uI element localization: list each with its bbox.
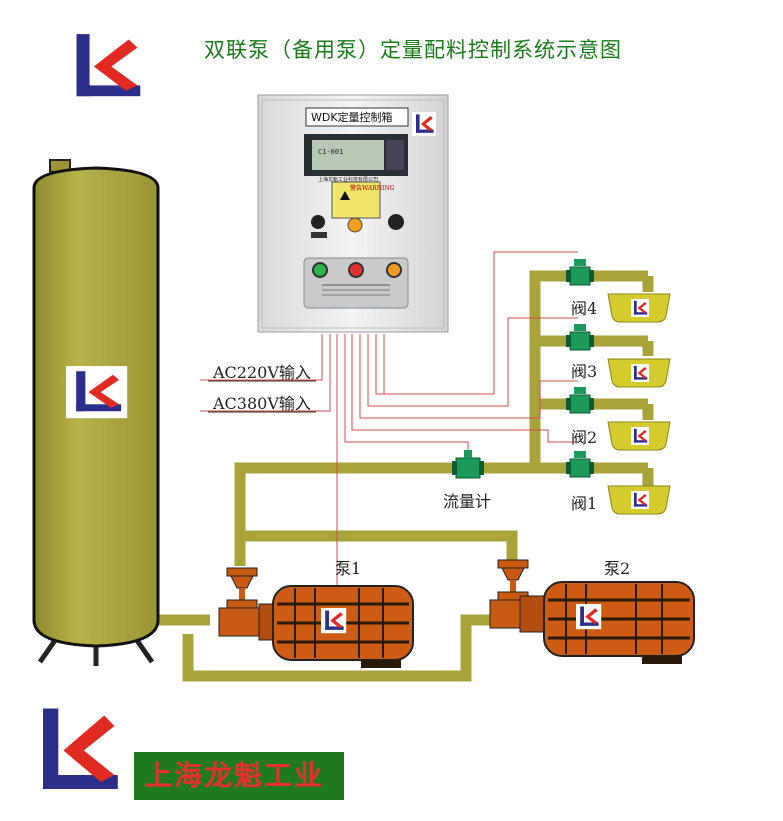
pump-logo-icon [321, 608, 347, 634]
company-name-banner: 上海龙魁工业 [134, 752, 344, 800]
bottom-lk-logo-icon [26, 698, 128, 803]
hopper-group [607, 293, 671, 515]
pump-logo-icon [576, 604, 602, 630]
lk-logo-icon [62, 26, 149, 107]
cabinet-title: WDK定量控制箱 [311, 111, 393, 124]
pump-2 [489, 559, 695, 664]
cabinet-logo-icon [412, 112, 436, 136]
valve-group [566, 259, 594, 478]
valve-label: 阀2 [571, 428, 598, 447]
control-cabinet [257, 94, 449, 333]
power-input-380v: AC380V输入 [213, 394, 311, 413]
power-input-lines [208, 380, 316, 413]
valve-label: 阀4 [571, 299, 598, 318]
valve-icon [566, 451, 594, 478]
signal-wires [200, 251, 578, 585]
valve-label: 阀1 [571, 494, 598, 513]
hopper-logo-icon [631, 427, 649, 445]
pump-1 [218, 567, 414, 668]
cabinet-warning-text: 警告WARNING [350, 185, 395, 192]
flowmeter [452, 450, 484, 479]
hopper-logo-icon [631, 364, 649, 382]
selector-switch-icon [311, 215, 325, 229]
cabinet-display-text: C1-001 [318, 148, 344, 156]
hopper-icon [607, 293, 671, 323]
valve-label: 阀3 [571, 362, 598, 381]
cabinet-plate-text: 上海龙魁工业科技有限公司 [318, 177, 379, 183]
valve-icon [566, 387, 594, 414]
valve-icon [566, 324, 594, 351]
tank-logo-icon [66, 366, 128, 419]
flowmeter-label: 流量计 [443, 492, 492, 511]
valve-icon [566, 259, 594, 286]
power-input-220v: AC220V输入 [213, 363, 311, 382]
warning-icon [340, 191, 350, 200]
hopper-icon [607, 485, 671, 515]
hopper-logo-icon [631, 491, 649, 509]
indicator-lamp-icon [347, 217, 363, 233]
hopper-icon [607, 421, 671, 451]
diagram-title: 双联泵（备用泵）定量配料控制系统示意图 [204, 38, 622, 62]
hopper-icon [607, 358, 671, 388]
pump-label: 泵2 [604, 559, 631, 578]
hopper-logo-icon [631, 299, 649, 317]
pump-label: 泵1 [335, 559, 362, 578]
